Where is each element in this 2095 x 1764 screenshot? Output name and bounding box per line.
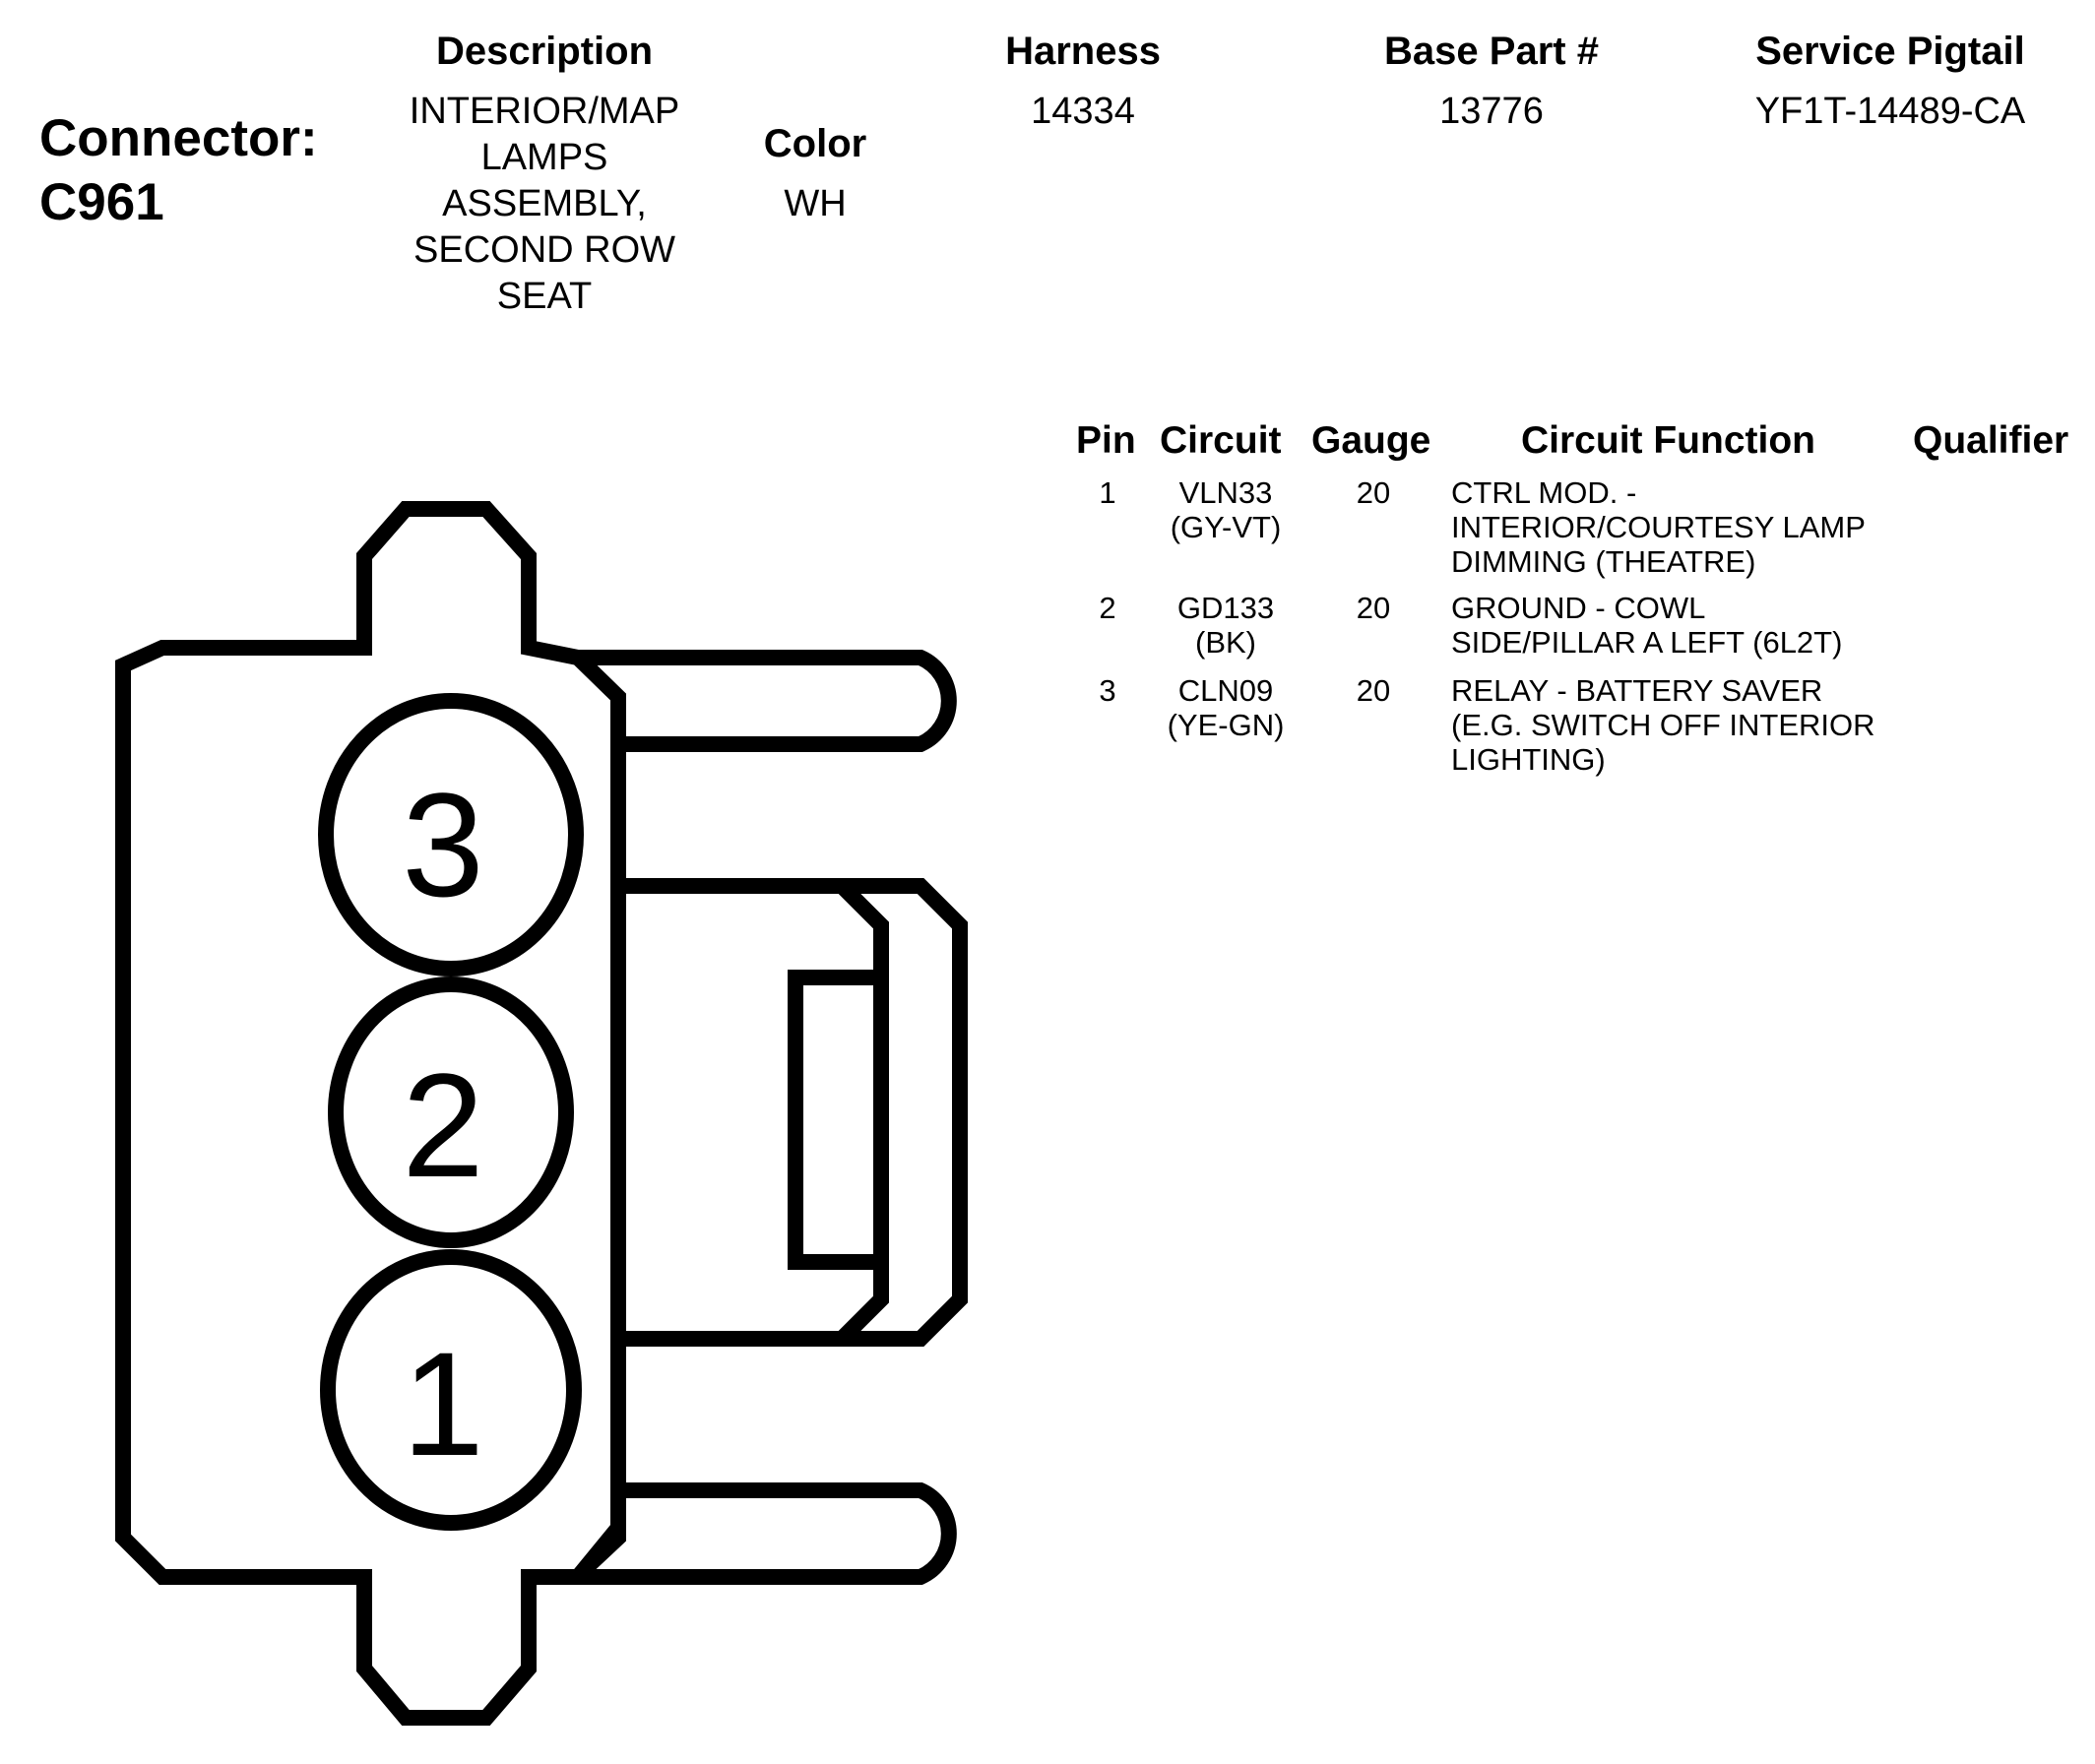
circuit-code: VLN33 (GY-VT) [1170,475,1282,544]
connector-label: Connector: [39,109,318,167]
pin-cavity-1 [320,1249,582,1531]
pin-number: 3 [1099,673,1116,708]
col-header-circuit: Circuit [1160,419,1282,462]
col-header-qualifier: Qualifier [1913,419,2069,462]
service-pigtail-value: YF1T-14489-CA [1754,91,2026,132]
base-part-value: 13776 [1439,91,1544,132]
col-header-gauge: Gauge [1311,419,1431,462]
gauge: 20 [1356,673,1391,708]
color-value: WH [784,183,847,224]
circuit-code: CLN09 (YE-GN) [1167,673,1285,742]
circuit-function: GROUND - COWL SIDE/PILLAR A LEFT (6L2T) [1451,591,1843,660]
key-slot [788,970,881,1270]
gauge: 20 [1356,591,1391,625]
pin-label-3: 3 [402,762,483,927]
connector-id: C961 [39,173,164,231]
pin-cavity-2 [328,976,574,1248]
service-pigtail-label: Service Pigtail [1755,30,2025,73]
circuit-function: RELAY - BATTERY SAVER (E.G. SWITCH OFF I… [1451,673,1875,777]
pin-number: 1 [1099,475,1116,510]
col-header-circuit-function: Circuit Function [1521,419,1815,462]
col-header-pin: Pin [1076,419,1136,462]
circuit-code: GD133 (BK) [1176,591,1275,660]
color-label: Color [763,122,867,165]
key-inner-bracket [618,878,889,1347]
connector-housing-outline [115,501,626,1726]
base-part-label: Base Part # [1384,30,1599,73]
pin-label-2: 2 [402,1042,483,1208]
pin-label-1: 1 [402,1321,483,1486]
harness-label: Harness [1005,30,1161,73]
description-label: Description [435,30,654,73]
gauge: 20 [1356,475,1391,510]
key-outer-bracket [842,878,968,1347]
upper-latch-arm [578,650,957,752]
pin-number: 2 [1099,591,1116,625]
lower-latch-arm [578,1482,957,1585]
harness-value: 14334 [1031,91,1135,132]
pin-cavity-3 [318,693,584,976]
description-value: INTERIOR/MAP LAMPS ASSEMBLY, SECOND ROW … [409,91,680,317]
circuit-function: CTRL MOD. - INTERIOR/COURTESY LAMP DIMMI… [1451,475,1866,579]
